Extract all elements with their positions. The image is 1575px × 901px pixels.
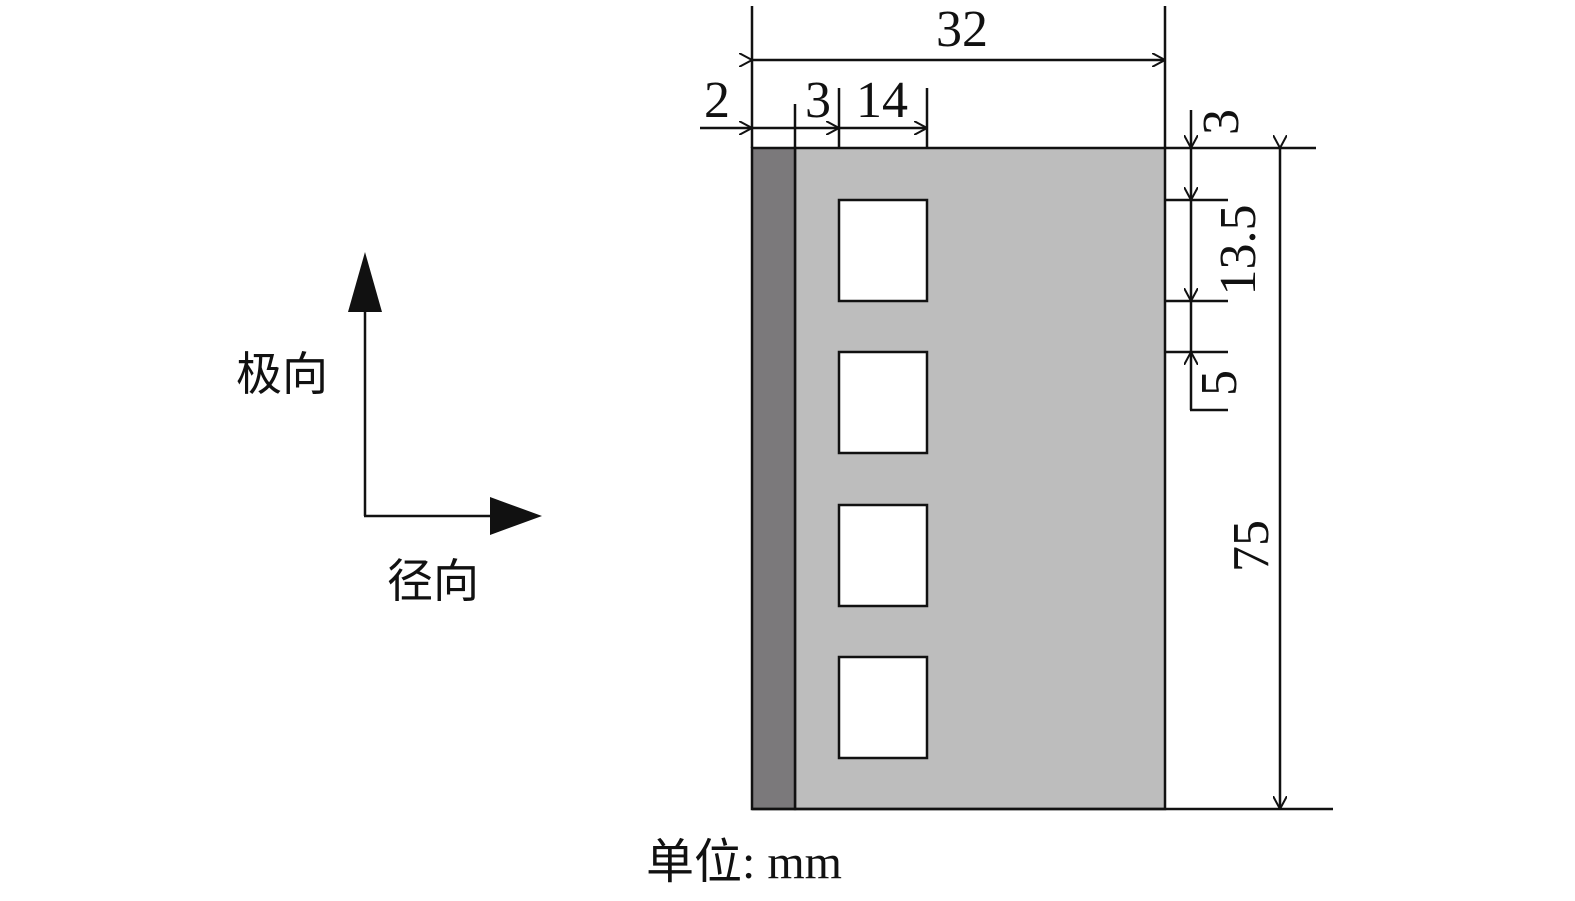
dim-hole-gap: 5 [1191, 370, 1248, 396]
unit-label: 单位: mm [646, 836, 842, 889]
dim-total-width: 32 [936, 1, 988, 58]
dim-total-height: 75 [1223, 520, 1280, 572]
specimen-wall [750, 146, 797, 811]
right-dimensions: 3 13.5 5 75 [1191, 109, 1280, 809]
dim-wall-thickness: 2 [704, 72, 730, 129]
vertical-arrowhead [348, 252, 382, 312]
hole-3 [837, 503, 929, 608]
vertical-direction-label: 极向 [236, 347, 328, 401]
dim-top-margin: 3 [1193, 109, 1250, 135]
hole-4 [837, 655, 929, 760]
hole-1 [837, 198, 929, 303]
dim-hole-pitch: 13.5 [1210, 205, 1267, 296]
dim-hole-width: 14 [856, 72, 908, 129]
direction-axes: 极向 径向 [236, 252, 542, 608]
dim-hole-offset: 3 [805, 72, 831, 129]
top-dimensions: 32 2 3 14 [700, 1, 1165, 129]
horizontal-direction-label: 径向 [387, 554, 479, 608]
hole-2 [837, 350, 929, 455]
specimen [750, 146, 1167, 811]
horizontal-arrowhead [490, 497, 542, 535]
